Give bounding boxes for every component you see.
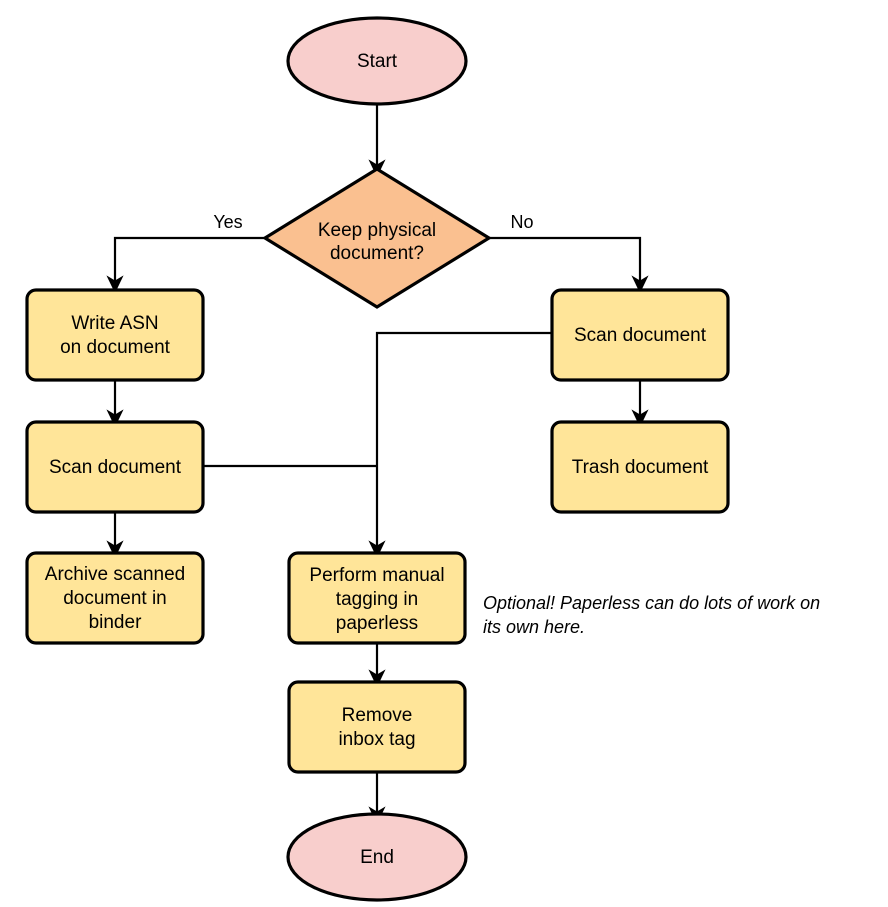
node-end[interactable]: End <box>286 812 468 902</box>
remove-inbox-label-line1: Remove <box>342 705 413 726</box>
tagging-label-line3: paperless <box>336 613 418 634</box>
archive-label-line1: Archive scanned <box>45 564 185 585</box>
decision-label-line1: Keep physical <box>318 220 436 241</box>
node-decision-keep-physical-document[interactable]: Keep physical document? <box>261 167 493 309</box>
node-scan-document-right[interactable]: Scan document <box>550 288 730 382</box>
tagging-box-shape[interactable] <box>287 551 467 645</box>
node-start[interactable]: Start <box>286 16 468 106</box>
write-asn-box-shape[interactable] <box>25 288 205 382</box>
archive-box-shape[interactable] <box>25 551 205 645</box>
scan-left-box-shape[interactable] <box>25 420 205 514</box>
node-perform-manual-tagging[interactable]: Perform manual tagging in paperless <box>287 551 467 645</box>
decision-label-line2: document? <box>330 243 424 264</box>
node-remove-inbox-tag[interactable]: Remove inbox tag <box>287 680 467 774</box>
remove-inbox-box-shape[interactable] <box>287 680 467 774</box>
scan-right-label: Scan document <box>574 325 707 346</box>
edge-decision-no-to-scan-right <box>489 236 649 294</box>
write-asn-label-line2: on document <box>60 337 171 358</box>
trash-box-shape[interactable] <box>550 420 730 514</box>
scan-left-label: Scan document <box>49 457 182 478</box>
annotation-line1: Optional! Paperless can do lots of work … <box>483 593 820 613</box>
edges-layer <box>106 103 649 825</box>
start-label: Start <box>357 51 398 72</box>
edge-scan-right-to-tagging <box>368 331 552 559</box>
annotation-optional-paperless: Optional! Paperless can do lots of work … <box>483 593 820 637</box>
node-archive-scanned-document[interactable]: Archive scanned document in binder <box>25 551 205 645</box>
scan-right-box-shape[interactable] <box>550 288 730 382</box>
archive-label-line3: binder <box>89 612 142 633</box>
annotation-line2: its own here. <box>483 617 585 637</box>
edge-label-yes: Yes <box>213 212 242 232</box>
archive-label-line2: document in <box>63 588 167 609</box>
edge-label-no: No <box>510 212 533 232</box>
end-label: End <box>360 847 394 868</box>
end-ellipse-shape[interactable] <box>286 812 468 902</box>
trash-label: Trash document <box>572 457 709 478</box>
node-write-asn-on-document[interactable]: Write ASN on document <box>25 288 205 382</box>
tagging-label-line2: tagging in <box>336 589 418 610</box>
edge-decision-yes-to-write-asn <box>106 236 265 294</box>
write-asn-label-line1: Write ASN <box>71 313 158 334</box>
start-ellipse-shape[interactable] <box>286 16 468 106</box>
tagging-label-line1: Perform manual <box>309 565 444 586</box>
node-scan-document-left[interactable]: Scan document <box>25 420 205 514</box>
decision-diamond-shape[interactable] <box>261 167 493 309</box>
edge-labels-layer: Yes No <box>213 212 533 232</box>
remove-inbox-label-line2: inbox tag <box>338 729 415 750</box>
node-trash-document[interactable]: Trash document <box>550 420 730 514</box>
